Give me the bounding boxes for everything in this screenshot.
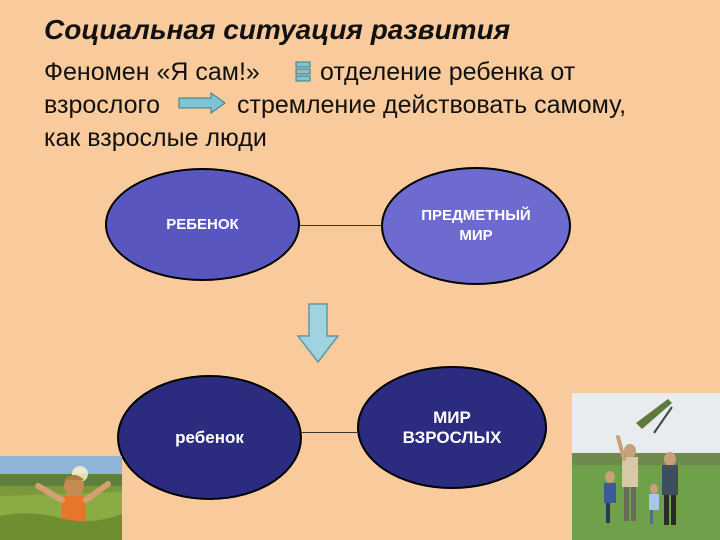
object-world-label-1: ПРЕДМЕТНЫЙ: [421, 207, 531, 224]
slide-title: Социальная ситуация развития: [44, 14, 511, 45]
adult-world-label-1: МИР: [433, 407, 471, 427]
object-world-label-2: МИР: [459, 227, 493, 244]
phenomenon-text: Феномен «Я сам!»: [44, 58, 260, 86]
child-label-top: РЕБЕНОК: [166, 215, 239, 233]
equals-icon: [295, 61, 311, 82]
adult-world-ellipse: МИР ВЗРОСЛЫХ: [357, 366, 547, 489]
like-adults-text: как взрослые люди: [44, 124, 267, 152]
striving-text: стремление действовать самому,: [237, 91, 627, 119]
separation-text: отделение ребенка от: [320, 58, 576, 86]
right-arrow-icon: [178, 92, 226, 114]
child-in-field-photo: [0, 456, 122, 540]
child-ellipse-top: РЕБЕНОК: [105, 168, 300, 281]
down-arrow-icon: [296, 303, 340, 364]
object-world-ellipse: ПРЕДМЕТНЫЙ МИР: [381, 167, 571, 285]
family-kite-photo: [572, 393, 720, 540]
adult-world-label-2: ВЗРОСЛЫХ: [402, 427, 502, 447]
adult-text: взрослого: [44, 91, 161, 119]
child-ellipse-bottom: ребенок: [117, 375, 302, 500]
child-label-bottom: ребенок: [175, 427, 244, 447]
connector-line-bottom: [302, 432, 357, 433]
connector-line-top: [300, 225, 381, 226]
